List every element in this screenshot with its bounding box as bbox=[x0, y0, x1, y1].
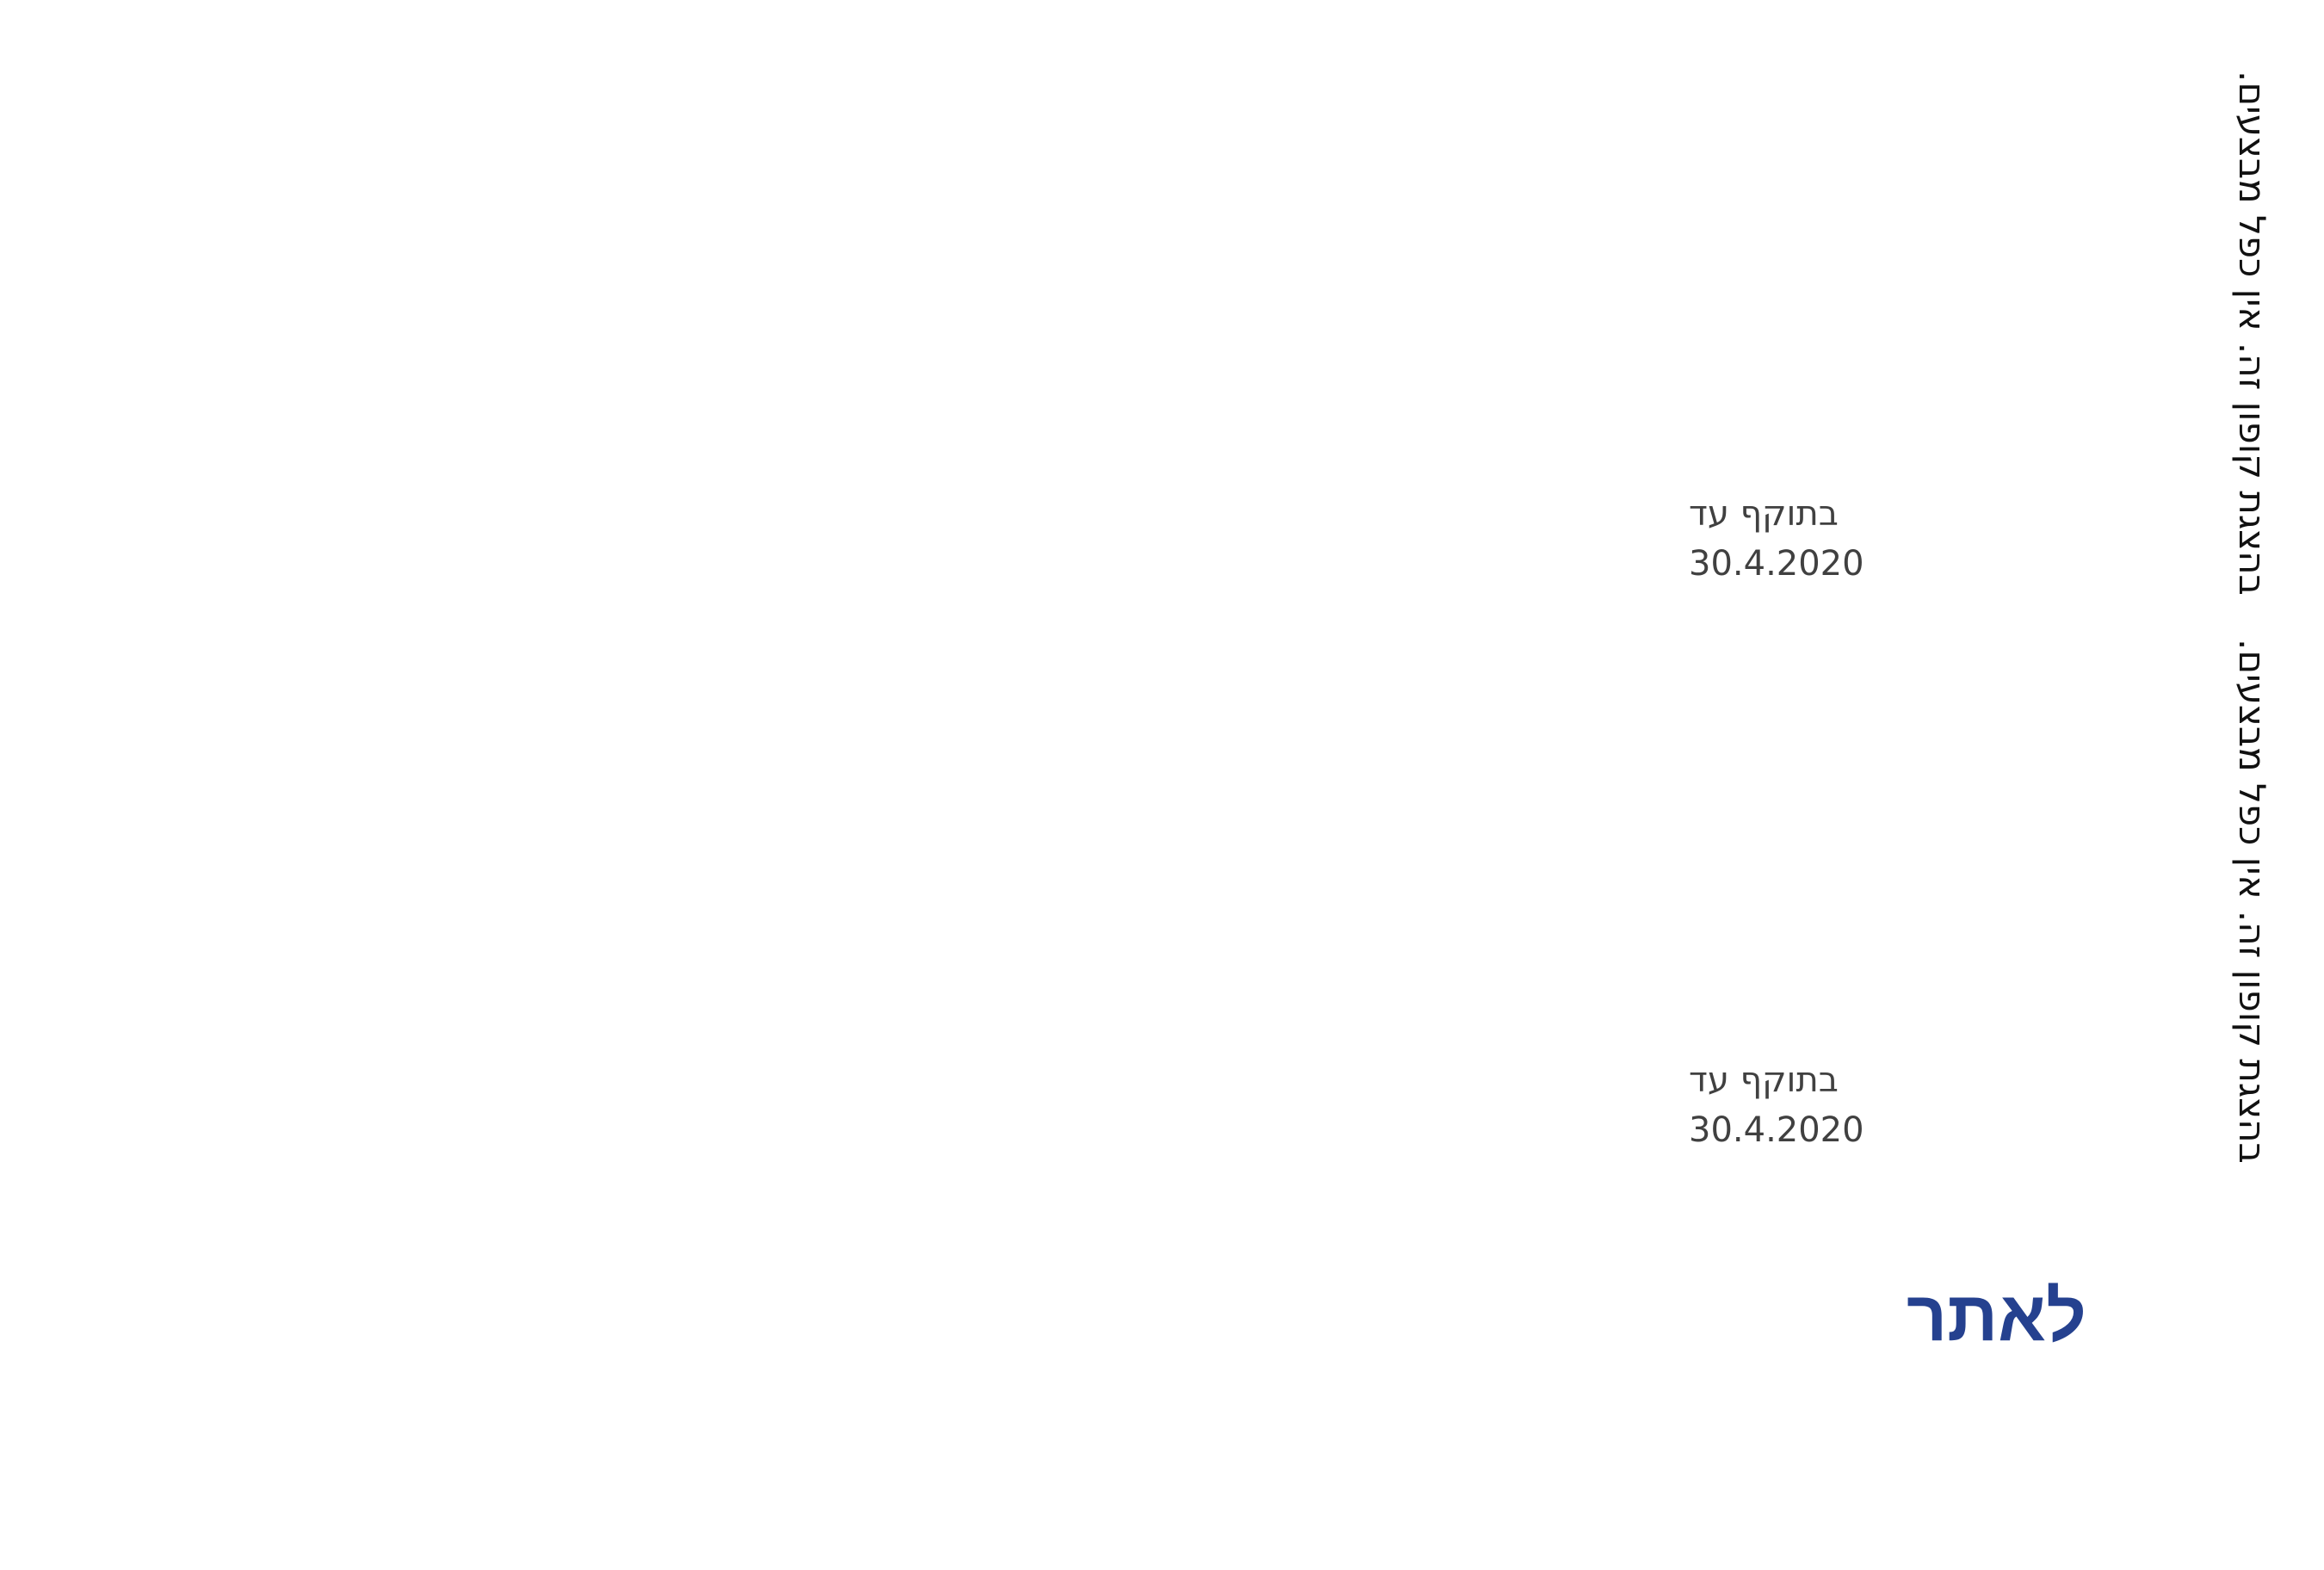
valid-until-date: 30.4.2020 bbox=[1689, 544, 1864, 584]
valid-until-date: 30.4.2020 bbox=[1689, 1110, 1864, 1150]
coupon-validity-2: בתוקף עד 30.4.2020 bbox=[1689, 1055, 1895, 1155]
coupon-validity-1: בתוקף עד 30.4.2020 bbox=[1689, 489, 1895, 589]
coupon-terms-text-1: בהצגת קופון זה. אין כפל מבצעים. bbox=[2231, 71, 2273, 596]
valid-until-label: בתוקף עד bbox=[1689, 1060, 1839, 1100]
valid-until-label: בתוקף עד bbox=[1689, 494, 1839, 534]
coupon-terms-text-2: בהצגת קופון זה. אין כפל מבצעים. bbox=[2231, 639, 2273, 1164]
go-to-site-link[interactable]: לאתר bbox=[1907, 1277, 2086, 1356]
